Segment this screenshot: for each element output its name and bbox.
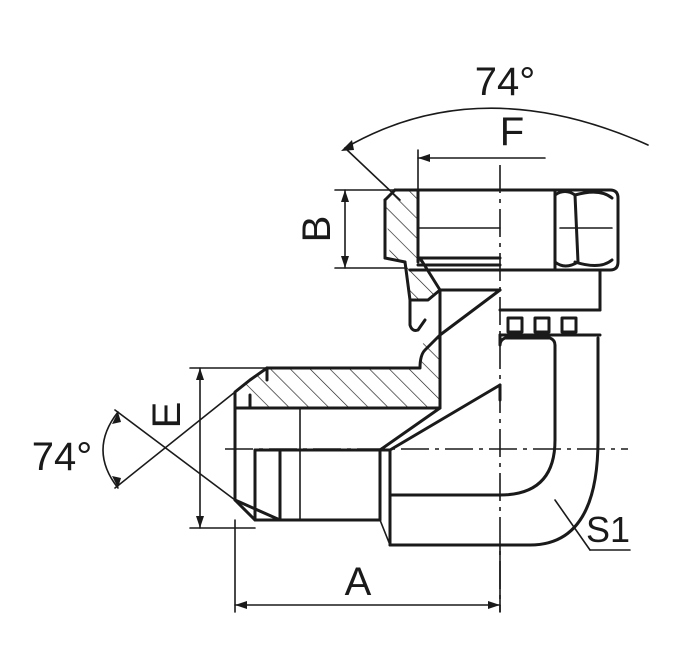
angle-label-top: 74° [475,60,536,104]
dim-e-label: E [145,402,189,429]
dimension-a: A [234,519,501,613]
dimension-f: F [417,110,546,196]
dim-b-label: B [295,216,339,243]
dim-f-label: F [500,110,524,154]
dimension-b: B [295,189,406,269]
dimension-e: E [145,367,268,529]
angle-dimension-left: 74° [32,391,236,501]
dim-s1-label: S1 [586,509,630,550]
angle-label-left: 74° [32,435,93,479]
angle-dimension-top: 74° [341,60,649,201]
dimension-s1: S1 [554,499,631,551]
swivel-nut [383,188,620,272]
dim-a-label: A [345,560,372,604]
